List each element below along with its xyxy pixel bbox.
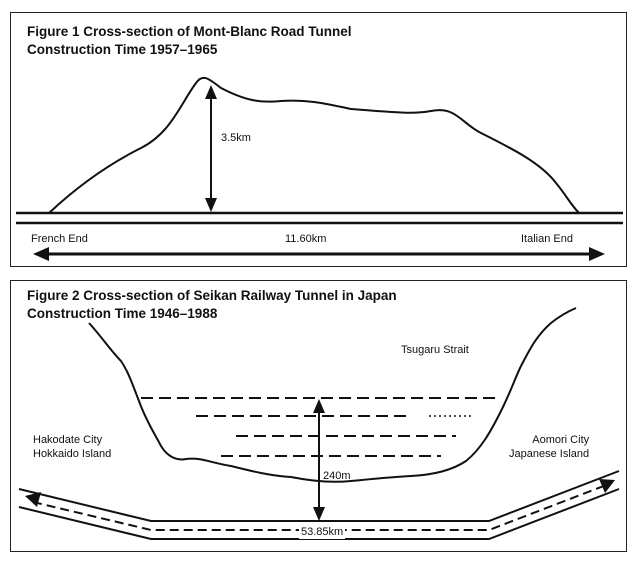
seikan-diagram: [18, 307, 620, 540]
aomori-city-label: Aomori City: [532, 434, 590, 446]
tunnel-center-dashed: [32, 483, 610, 531]
japanese-island-label: Japanese Island: [509, 448, 590, 460]
figure-2-title-line-1: Figure 2 Cross-section of Seikan Railway…: [27, 288, 397, 303]
length-arrow-head-left: [33, 247, 49, 261]
figure-1-title-line-2: Construction Time 1957–1965: [27, 42, 218, 57]
aomori-label: Aomori City Japanese Island: [509, 433, 589, 461]
depth-arrow-head-top: [313, 399, 325, 413]
tunnel-arrow-right: [599, 479, 615, 493]
figure-2-title-line-2: Construction Time 1946–1988: [27, 306, 218, 321]
tunnel-outer-bottom: [18, 488, 620, 540]
height-arrow-head-bottom: [205, 198, 217, 212]
tsugaru-strait-label: Tsugaru Strait: [401, 344, 469, 356]
figure-1-panel: Figure 1 Cross-section of Mont-Blanc Roa…: [10, 12, 627, 267]
italian-end-label: Italian End: [521, 233, 573, 245]
mont-blanc-diagram: [16, 76, 623, 261]
mountain-profile: [48, 76, 580, 214]
height-arrow-head-top: [205, 85, 217, 99]
height-label: 3.5km: [221, 132, 251, 144]
figure-1-title: Figure 1 Cross-section of Mont-Blanc Roa…: [27, 23, 352, 59]
tunnel-length-label: 53.85km: [299, 525, 346, 539]
tunnel-arrow-left: [25, 492, 41, 507]
depth-label: 240m: [323, 470, 351, 482]
hokkaido-island-label: Hokkaido Island: [33, 448, 112, 460]
length-arrow-head-right: [589, 247, 605, 261]
figure-2-panel: Figure 2 Cross-section of Seikan Railway…: [10, 280, 627, 552]
french-end-label: French End: [31, 233, 88, 245]
figure-2-title: Figure 2 Cross-section of Seikan Railway…: [27, 287, 397, 323]
hakodate-city-label: Hakodate City: [33, 434, 103, 446]
tunnel-outer-top: [18, 470, 620, 522]
length-label: 11.60km: [285, 233, 327, 245]
figure-1-title-line-1: Figure 1 Cross-section of Mont-Blanc Roa…: [27, 24, 352, 39]
depth-arrow-head-bottom: [313, 507, 325, 521]
strait-profile: [88, 307, 577, 483]
hakodate-label: Hakodate City Hokkaido Island: [33, 433, 111, 461]
